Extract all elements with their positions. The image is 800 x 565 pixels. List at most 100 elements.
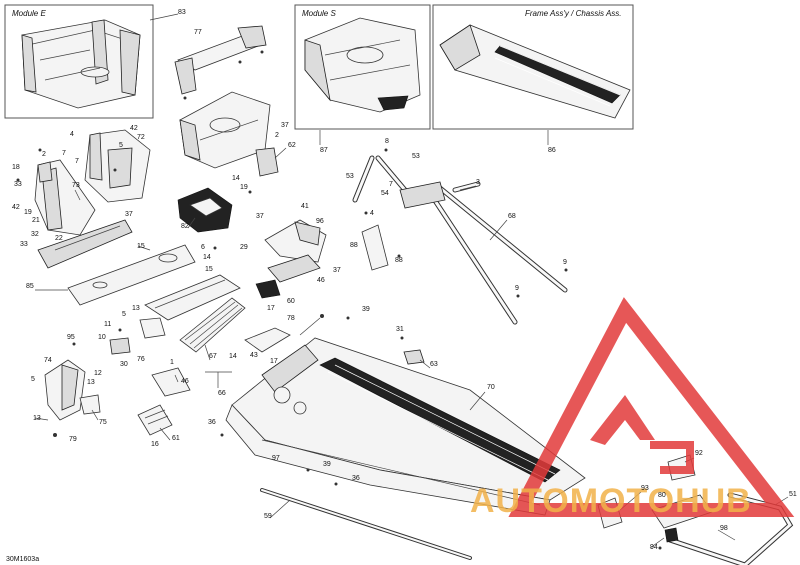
watermark-inner-mark [590,395,655,445]
part-82-box [177,187,233,233]
callout-42: 42 [130,125,138,132]
callout-73: 73 [72,182,80,189]
callout-5: 5 [119,142,123,149]
callout-16: 16 [151,441,159,448]
callout-17: 17 [267,305,275,312]
part-77-riser [174,25,267,100]
callout-97: 97 [272,455,280,462]
callout-8: 8 [385,138,389,145]
part-88-bracket [361,181,446,271]
callout-85: 85 [26,283,34,290]
callout-18: 18 [12,164,20,171]
part-59-rail [260,488,472,560]
callout-88: 88 [350,242,358,249]
diagram-code: 30M1603a [6,556,39,563]
callout-93: 93 [641,485,649,492]
part-96-bracket [264,219,327,263]
callout-9: 9 [515,285,519,292]
callout-72: 72 [137,134,145,141]
callout-92: 92 [695,450,703,457]
callout-9: 9 [563,259,567,266]
callout-61: 61 [172,435,180,442]
callout-10: 10 [98,334,106,341]
callout-37: 37 [333,267,341,274]
callout-46: 46 [181,378,189,385]
part-72-module-e [84,129,151,203]
callout-39: 39 [362,306,370,313]
callout-43: 43 [250,352,258,359]
watermark-logo [508,297,795,517]
watermark-triangle [508,297,795,517]
callout-83: 83 [178,9,186,16]
callout-70: 70 [487,384,495,391]
callout-53: 53 [346,173,354,180]
hardware-bolts [16,148,662,550]
part-78-strap [244,314,324,353]
part-37-plate [37,219,133,269]
callout-32: 32 [31,231,39,238]
callout-98: 98 [720,525,728,532]
callout-75: 75 [99,419,107,426]
callout-36: 36 [352,475,360,482]
callout-96: 96 [316,218,324,225]
callout-60: 60 [287,298,295,305]
callout-54: 54 [381,190,389,197]
callout-22: 22 [55,235,63,242]
callout-30: 30 [120,361,128,368]
callout-15: 15 [205,266,213,273]
callout-59: 59 [264,513,272,520]
callout-14: 14 [229,353,237,360]
callout-94: 94 [650,544,658,551]
module-e-label: Module E [12,9,46,18]
part-67-cooler [179,297,246,353]
callout-46: 46 [317,277,325,284]
callout-76: 76 [137,356,145,363]
callout-14: 14 [232,175,240,182]
part-46-footrest [151,367,191,397]
part-68-strut [425,181,568,325]
callout-14: 14 [203,254,211,261]
callout-33: 33 [20,241,28,248]
callout-95: 95 [67,334,75,341]
callout-3: 3 [476,179,480,186]
callout-80: 80 [658,492,666,499]
callout-4: 4 [70,131,74,138]
callout-15: 15 [137,243,145,250]
callout-37: 37 [281,122,289,129]
module-e-box: Module E [4,4,154,119]
part-75-bracket [79,394,101,415]
callout-88: 88 [395,257,403,264]
part-14-floor [144,274,241,321]
callout-82: 82 [181,223,189,230]
callout-33: 33 [14,181,22,188]
callout-68: 68 [508,213,516,220]
callout-41: 41 [301,203,309,210]
callout-86: 86 [548,147,556,154]
callout-67: 67 [209,353,217,360]
callout-5: 5 [122,311,126,318]
callout-39: 39 [323,461,331,468]
callout-36: 36 [208,419,216,426]
callout-7: 7 [389,181,393,188]
part-74-bracket [44,359,86,421]
part-15-tunnel-plate [67,244,196,306]
part-73-front-frame [34,159,96,236]
part-62-bracket [255,147,279,177]
callout-62: 62 [288,142,296,149]
callout-42: 42 [12,204,20,211]
part-13-bracket [139,317,166,339]
callout-7: 7 [75,158,79,165]
callout-11: 11 [104,321,111,328]
callout-19: 19 [24,209,32,216]
callout-6: 6 [201,244,205,251]
callout-78: 78 [287,315,295,322]
callout-12: 12 [94,370,102,377]
callout-2: 2 [275,132,279,139]
callout-29: 29 [240,244,248,251]
callout-19: 19 [240,184,248,191]
callout-51: 51 [789,491,797,498]
part-70-tunnel [225,337,586,516]
